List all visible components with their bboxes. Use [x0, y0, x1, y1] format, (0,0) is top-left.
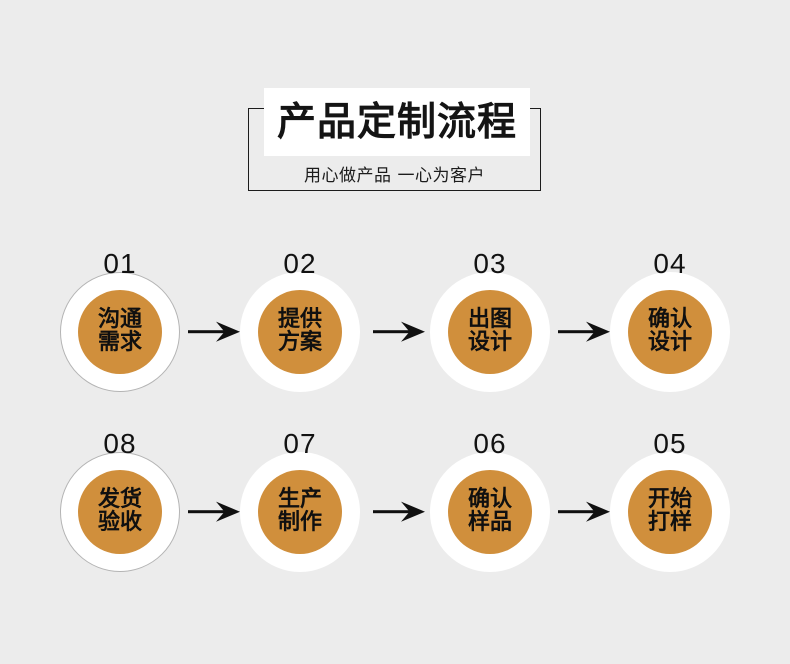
step-core-07: 生产制作 [258, 470, 342, 554]
step-number-06: 06 [473, 428, 507, 459]
page-subtitle: 用心做产品 一心为客户 [304, 165, 485, 186]
step-core-03: 出图设计 [448, 290, 532, 374]
step-label-line1-07: 生产 [277, 487, 322, 513]
flow-step-08[interactable]: 发货验收 08 [50, 430, 190, 582]
arrow-02-to-03 [373, 316, 427, 348]
step-label-line1-08: 发货 [97, 487, 142, 513]
step-label-line1-02: 提供 [277, 307, 322, 333]
flow-step-07[interactable]: 生产制作 07 [230, 430, 370, 582]
step-core-01: 沟通需求 [78, 290, 162, 374]
step-number-08: 08 [103, 428, 137, 459]
flow-step-03[interactable]: 出图设计 03 [420, 250, 560, 402]
step-label-line1-01: 沟通 [97, 307, 142, 333]
step-label-line2-01: 需求 [97, 330, 142, 355]
step-number-04: 04 [653, 248, 687, 279]
arrow-01-to-02 [188, 316, 242, 348]
step-label-line1-04: 确认 [647, 307, 692, 333]
step-label-line2-08: 验收 [97, 510, 142, 535]
step-core-05: 开始打样 [628, 470, 712, 554]
step-label-line1-06: 确认 [467, 487, 512, 513]
step-number-02: 02 [283, 248, 317, 279]
step-label-line2-02: 方案 [277, 330, 322, 355]
page-title: 产品定制流程 [276, 99, 517, 145]
flow-step-05[interactable]: 开始打样 05 [600, 430, 740, 582]
title-banner: 产品定制流程 [264, 88, 530, 156]
step-label-line2-07: 制作 [277, 510, 322, 535]
step-core-04: 确认设计 [628, 290, 712, 374]
flow-step-02[interactable]: 提供方案 02 [230, 250, 370, 402]
flow-row-bottom: 发货验收 08 生产制作 07 确认样品 06 开始打样 05 [0, 430, 790, 582]
step-number-03: 03 [473, 248, 507, 279]
title-block: 用心做产品 一心为客户 产品定制流程 [248, 88, 544, 193]
step-number-05: 05 [653, 428, 687, 459]
step-core-06: 确认样品 [448, 470, 532, 554]
flow-step-01[interactable]: 沟通需求 01 [50, 250, 190, 402]
flow-step-06[interactable]: 确认样品 06 [420, 430, 560, 582]
arrow-03-to-04 [558, 316, 612, 348]
step-core-02: 提供方案 [258, 290, 342, 374]
step-label-line2-05: 打样 [647, 510, 692, 535]
step-label-line1-05: 开始 [647, 487, 692, 513]
step-label-line2-03: 设计 [467, 330, 512, 355]
step-label-line2-04: 设计 [647, 330, 692, 355]
step-label-line2-06: 样品 [467, 510, 512, 535]
step-label-line1-03: 出图 [467, 307, 512, 333]
arrow-08-to-07 [188, 496, 242, 528]
arrow-07-to-06 [373, 496, 427, 528]
step-number-01: 01 [103, 248, 137, 279]
step-core-08: 发货验收 [78, 470, 162, 554]
step-number-07: 07 [283, 428, 317, 459]
flow-step-04[interactable]: 确认设计 04 [600, 250, 740, 402]
arrow-06-to-05 [558, 496, 612, 528]
